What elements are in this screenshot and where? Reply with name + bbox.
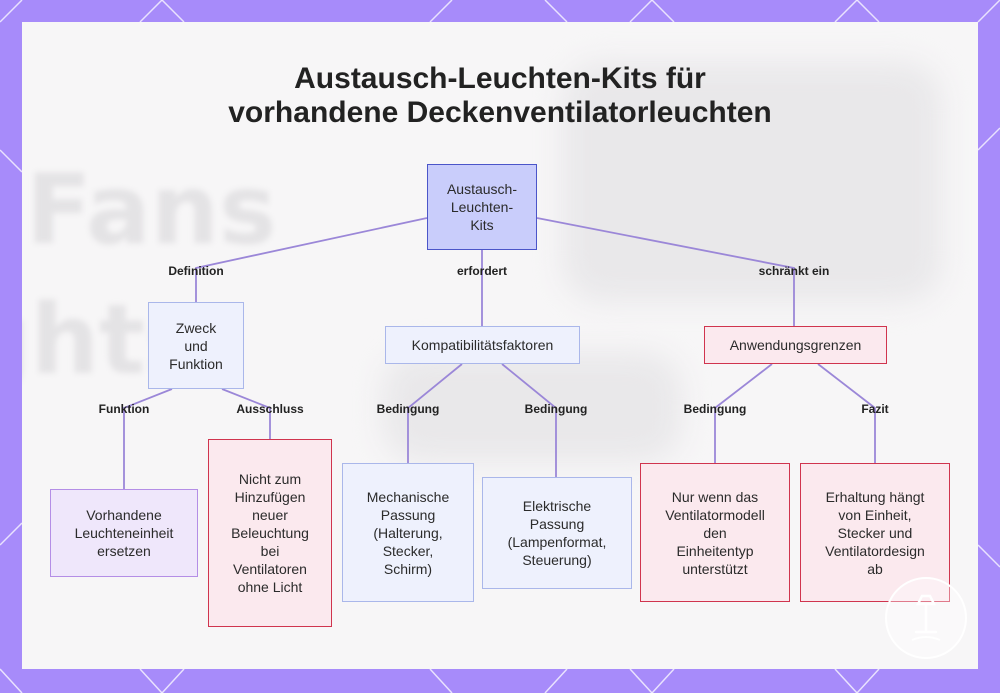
node-label-line: von Einheit, — [838, 506, 912, 523]
node-label-line: Steuerung) — [522, 552, 592, 568]
edge-label-definition: Definition — [168, 264, 224, 278]
edge-compat-elec — [501, 363, 557, 477]
edge-label-condition-mech: Bedingung — [376, 402, 440, 416]
node-label-line: Leuchteneinheit — [74, 525, 174, 541]
node-label-line: ab — [867, 560, 883, 577]
node-limits: Anwendungsgrenzen — [704, 326, 887, 364]
edge-label-limits: schränkt ein — [758, 264, 830, 278]
node-label-line: bei — [260, 543, 280, 559]
node-root: Austausch- Leuchten- Kits — [427, 164, 537, 250]
node-label-line: Ventilatordesign — [825, 542, 925, 559]
node-label-line: Stecker und — [837, 524, 913, 541]
node-label-line: Vorhandene — [86, 507, 162, 523]
edge-root-limits — [536, 217, 795, 326]
node-label-line: Nur wenn das — [671, 488, 759, 505]
node-label-line: ersetzen — [97, 543, 151, 559]
node-label-line: Hinzufügen — [234, 489, 306, 505]
background-word-fans: Fans — [26, 154, 277, 266]
node-label-line: Erhaltung hängt — [825, 488, 925, 505]
edge-label-function: Funktion — [98, 402, 150, 416]
lamp-icon — [885, 577, 967, 659]
edge-purpose-replace — [123, 388, 173, 489]
node-label-line: und — [184, 337, 208, 354]
node-label-line: ohne Licht — [237, 579, 303, 595]
node-label-line: Nicht zum — [238, 471, 302, 487]
node-label-line: Stecker, — [382, 542, 434, 559]
page-title: Austausch-Leuchten-Kits für vorhandene D… — [0, 62, 1000, 130]
background-blob — [382, 352, 682, 462]
edge-root-purpose — [195, 217, 428, 302]
node-label-line: Austausch- — [446, 181, 518, 197]
edge-label-condition-elec: Bedingung — [524, 402, 588, 416]
node-label: Anwendungsgrenzen — [730, 336, 862, 354]
node-label-line: neuer — [252, 507, 288, 523]
edge-limits-conclusion — [817, 363, 876, 463]
node-label-line: (Lampenformat, — [507, 534, 607, 550]
node-label-line: Passung — [529, 516, 585, 532]
node-label-line: Kompatibilitätsfaktoren — [411, 337, 554, 353]
edge-label-exclusion: Ausschluss — [236, 402, 304, 416]
node-label-line: Zweck — [175, 319, 217, 336]
node-label-line: Beleuchtung — [231, 525, 309, 541]
node-label-line: Mechanische — [366, 488, 450, 505]
edge-limits-only — [714, 363, 773, 463]
node-label-line: unterstützt — [682, 560, 748, 577]
node-label-line: (Halterung, — [373, 524, 443, 541]
node-label-line: Elektrische — [522, 498, 592, 514]
title-line-2: vorhandene Deckenventilatorleuchten — [228, 96, 772, 129]
title-line-1: Austausch-Leuchten-Kits für — [294, 62, 706, 95]
node-label-line: Einheitentyp — [676, 542, 754, 559]
node-label-line: Ventilatoren — [233, 561, 307, 577]
edge-purpose-notadd — [221, 388, 271, 439]
edge-compat-mech — [407, 363, 463, 463]
node-label-line: Leuchten- — [450, 199, 514, 215]
edge-label-conclusion: Fazit — [861, 402, 889, 416]
node-label-line: Funktion — [169, 355, 223, 372]
node-label-line: Anwendungsgrenzen — [729, 337, 862, 353]
node-label-line: Passung — [380, 506, 436, 523]
edge-label-requires: erfordert — [456, 264, 508, 278]
node-label-line: Kits — [470, 217, 494, 233]
background-blob — [562, 62, 942, 302]
edge-label-condition-only: Bedingung — [683, 402, 747, 416]
node-label-line: den — [703, 524, 727, 541]
node-label: Austausch- Leuchten- Kits — [447, 180, 517, 234]
node-label-line: Schirm) — [383, 560, 433, 577]
node-label: Kompatibilitätsfaktoren — [412, 336, 554, 354]
node-label-line: Ventilatormodell — [665, 506, 765, 523]
node-compatibility: Kompatibilitätsfaktoren — [385, 326, 580, 364]
